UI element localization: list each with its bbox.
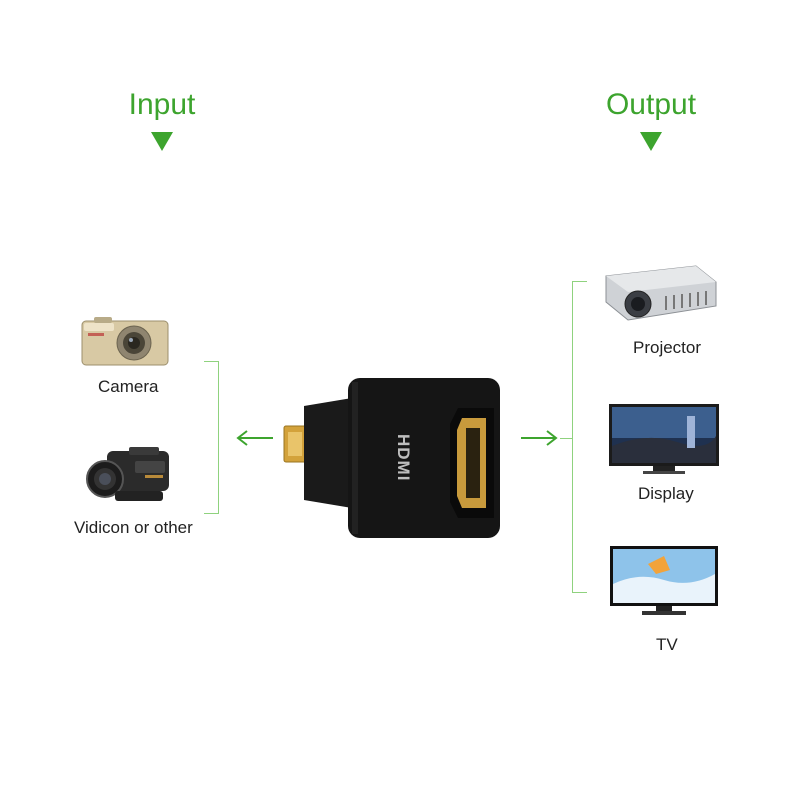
hdmi-adapter-icon [282,376,504,542]
output-bracket-stem [560,438,572,439]
output-bracket [572,281,587,593]
tv-label: TV [656,635,678,654]
input-heading: Input [128,88,196,121]
input-bracket [204,361,219,514]
input-down-arrow-icon [151,132,173,151]
display-label: Display [638,484,694,503]
camera-icon [80,315,172,367]
hdmi-brand-mark: HDMI [394,434,413,482]
camera-label: Camera [98,377,159,396]
output-down-arrow-icon [640,132,662,151]
right-arrow-icon [519,429,559,447]
camcorder-label: Vidicon or other [74,518,193,537]
output-heading: Output [605,88,697,121]
monitor-icon [607,402,721,476]
tv-icon [608,544,720,618]
left-arrow-icon [235,429,275,447]
projector-icon [600,262,720,328]
projector-label: Projector [633,338,702,357]
camcorder-icon [85,445,177,507]
